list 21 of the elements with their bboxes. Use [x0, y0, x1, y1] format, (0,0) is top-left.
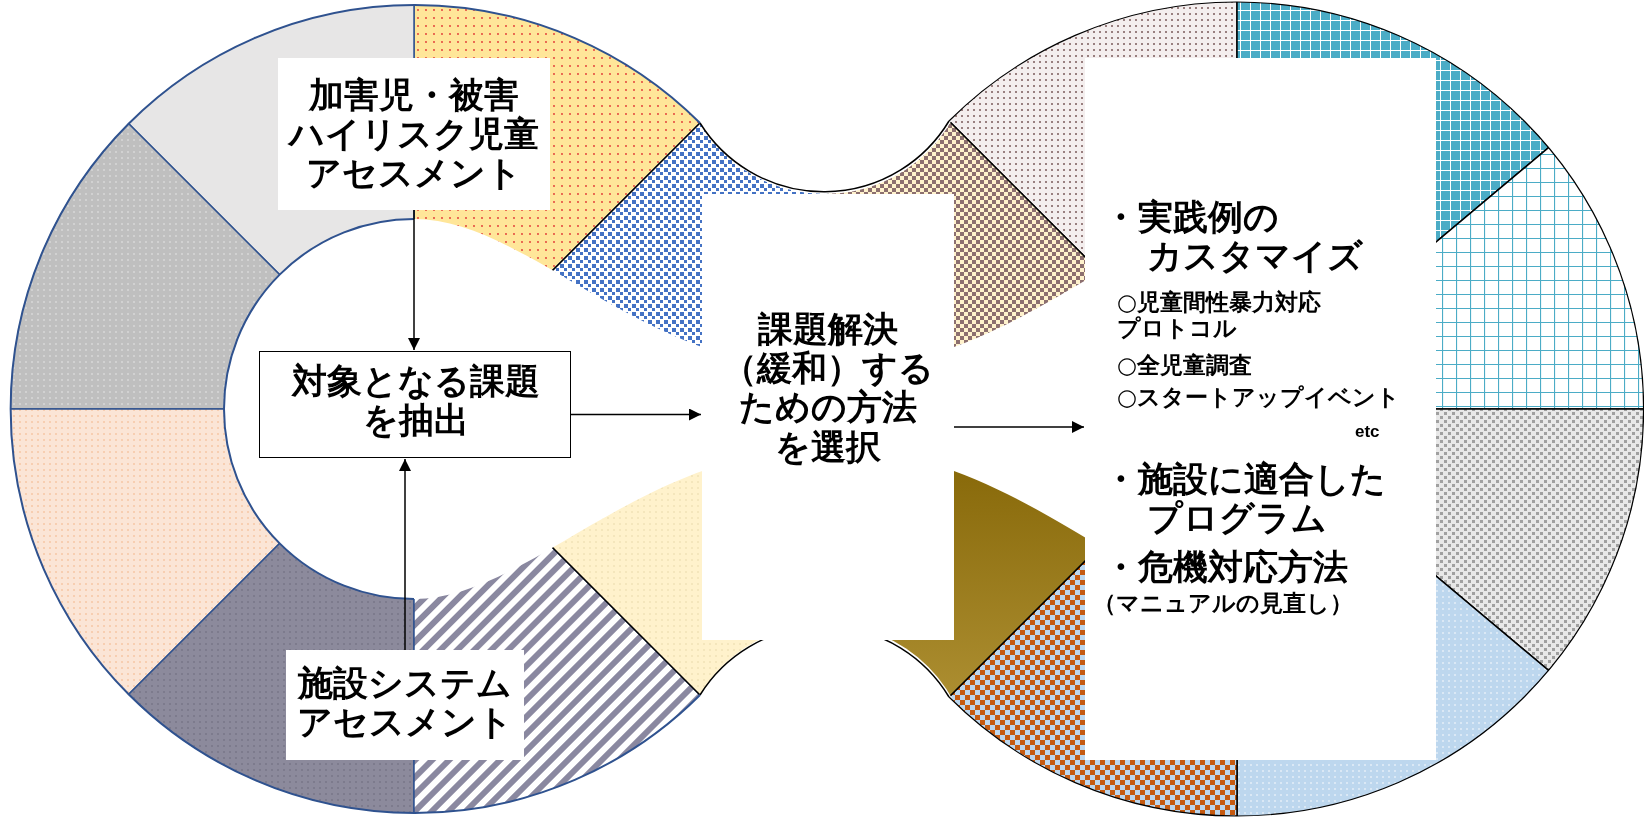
arrow — [953, 421, 1085, 433]
bullet-item: ・施設に適合したプログラム — [1103, 460, 1386, 539]
etc-note: etc — [1355, 422, 1380, 442]
note-text: （マニュアルの見直し） — [1093, 591, 1353, 617]
bullet-item: ・実践例のカスタマイズ — [1103, 198, 1363, 277]
arrow — [399, 458, 411, 651]
label-text: 加害児・被害ハイリスク児童アセスメント — [287, 76, 540, 194]
text-box — [259, 351, 571, 458]
sub-item: ○全児童調査 — [1117, 353, 1253, 379]
arrow — [570, 408, 702, 421]
text-box — [286, 650, 524, 760]
label-text: 課題解決（緩和）するための方法を選択 — [721, 310, 935, 467]
sub-item: ○児童間性暴力対応プロトコル — [1117, 290, 1322, 342]
text-box — [702, 194, 954, 640]
label-text: 対象となる課題を抽出 — [290, 362, 541, 441]
text-box — [1085, 58, 1436, 760]
label-text: 施設システムアセスメント — [296, 664, 514, 743]
arrow — [408, 209, 420, 351]
text-box — [278, 58, 550, 210]
bullet-item: ・危機対応方法 — [1103, 548, 1348, 588]
sub-item: ○スタートアップイベント — [1117, 385, 1401, 411]
